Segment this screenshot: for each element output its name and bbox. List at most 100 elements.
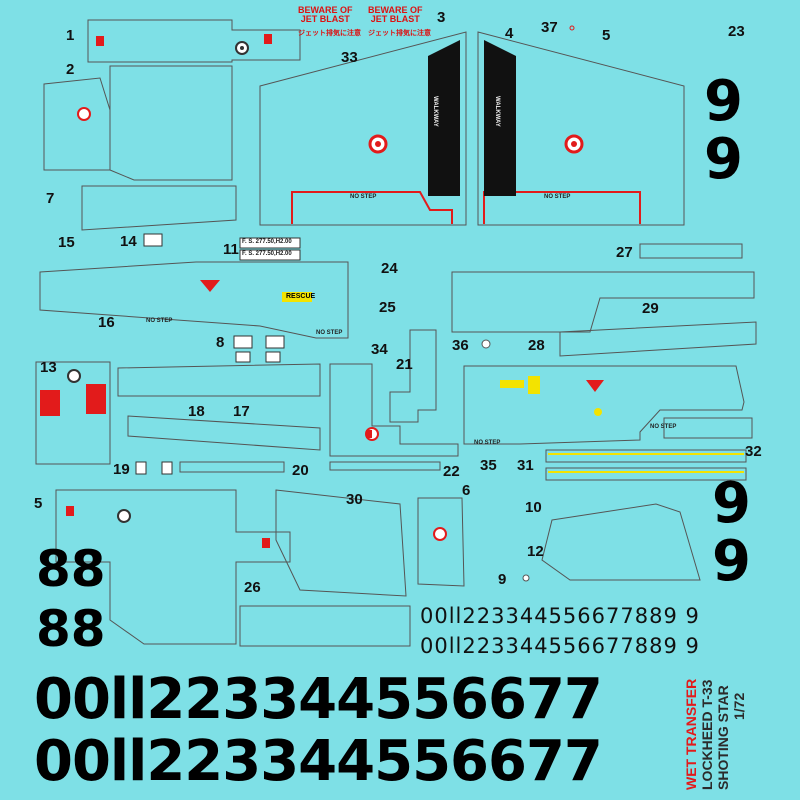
decal-18-outline	[117, 363, 321, 397]
number-9-d: 9	[712, 529, 751, 594]
serial-small-row-2: 00ll223344556677889 9	[420, 634, 700, 658]
jet-blast-jp-left: ジェット排気に注意	[298, 30, 361, 37]
callout-13: 13	[40, 359, 57, 376]
callout-28: 28	[528, 337, 545, 354]
title-scale: 1/72	[731, 692, 747, 720]
decal-20-outline	[179, 461, 285, 473]
placard-5b-a	[66, 506, 74, 516]
box-8a	[233, 335, 253, 349]
callout-20: 20	[292, 462, 309, 479]
placard-34	[366, 430, 372, 438]
no-step-fuselage-2: NO STEP	[316, 330, 343, 336]
decal-17-outline	[127, 415, 321, 451]
decal-29-outline	[451, 271, 755, 333]
yellow-stripe-31a	[548, 453, 744, 455]
decal-22-outline	[329, 461, 441, 471]
jet-blast-warning-right: BEWARE OF JET BLAST	[368, 5, 423, 25]
jet-blast-jp-right: ジェット排気に注意	[368, 30, 431, 37]
serial-large-row-2: 00ll223344556677	[34, 729, 603, 794]
roundel-decal-2	[77, 107, 91, 121]
callout-4: 4	[505, 25, 514, 42]
callout-1: 1	[66, 27, 75, 44]
decal-5b-outline	[55, 489, 291, 645]
callout-5: 5	[602, 27, 611, 44]
callout-17: 17	[233, 403, 250, 420]
callout-27: 27	[616, 244, 633, 261]
number-9-b: 9	[704, 127, 743, 192]
callout-22: 22	[443, 463, 460, 480]
decal-16-outline	[39, 261, 349, 339]
callout-34: 34	[371, 341, 388, 358]
callout-14: 14	[120, 233, 137, 250]
box-19b	[161, 461, 173, 475]
roundel-decal-5b	[117, 509, 131, 523]
no-step-left-wing: NO STEP	[350, 194, 377, 200]
yellow-dot	[594, 408, 602, 416]
callout-21: 21	[396, 356, 413, 373]
decal-26-outline	[239, 605, 411, 647]
marker-37	[569, 25, 575, 31]
no-step-fuselage: NO STEP	[146, 318, 173, 324]
callout-29: 29	[642, 300, 659, 317]
title-line1: LOCKHEED T-33	[699, 679, 715, 790]
callout-25: 25	[379, 299, 396, 316]
callout-6: 6	[462, 482, 471, 499]
decal-32-outline	[663, 417, 753, 439]
decal-2-outline	[43, 77, 111, 171]
walkway-right	[484, 40, 516, 196]
title-brand: WET TRANSFER	[683, 678, 699, 790]
callout-3: 3	[437, 9, 446, 26]
rescue-arrow	[200, 280, 220, 292]
walkway-left	[428, 40, 460, 196]
marker-9	[522, 574, 530, 582]
jet-blast-warning-left: BEWARE OF JET BLAST	[298, 5, 353, 25]
wing-left-red-edge	[291, 191, 453, 224]
decal-21-outline	[389, 329, 437, 423]
decal-6-outline	[417, 497, 465, 587]
roundel-wing-left	[368, 134, 388, 154]
box-14	[143, 233, 163, 247]
callout-8: 8	[216, 334, 225, 351]
box-8b	[265, 335, 285, 349]
placard-5b-b	[262, 538, 270, 548]
number-9-a: 9	[704, 69, 743, 134]
fs-label-2: F. S. 277.50,H2.00	[242, 251, 292, 257]
callout-36: 36	[452, 337, 469, 354]
callout-31: 31	[517, 457, 534, 474]
decal-13-outline	[35, 361, 111, 465]
panel-13-left	[40, 390, 60, 416]
decal-2b-outline	[109, 65, 233, 181]
decal-12-outline	[541, 503, 701, 581]
roundel-decal-1	[235, 41, 249, 55]
number-88-b: 88	[36, 600, 106, 658]
callout-23: 23	[728, 23, 745, 40]
number-9-c: 9	[712, 471, 751, 536]
callout-24: 24	[381, 260, 398, 277]
number-88-a: 88	[36, 540, 106, 598]
box-11b	[239, 249, 301, 261]
callout-12: 12	[527, 543, 544, 560]
callout-16: 16	[98, 314, 115, 331]
decal-1-outline	[87, 19, 301, 63]
callout-15: 15	[58, 234, 75, 251]
callout-9: 9	[498, 571, 507, 588]
title-line2: SHOTING STAR	[715, 685, 731, 790]
rescue-label: RESCUE	[286, 293, 316, 300]
box-11a	[239, 237, 301, 249]
decal-4-outline	[477, 31, 685, 226]
panel-13-right	[86, 384, 106, 414]
rescue-badge	[282, 292, 312, 302]
callout-35: 35	[480, 457, 497, 474]
callout-19: 19	[113, 461, 130, 478]
decal-31b-outline	[545, 467, 747, 481]
no-step-right-fuselage: NO STEP	[474, 440, 501, 446]
yellow-arrow	[500, 380, 524, 388]
decal-31a-outline	[545, 449, 747, 463]
walkway-label-left: WALKWAY	[432, 96, 438, 127]
no-step-right-wing: NO STEP	[544, 194, 571, 200]
decal-7-outline	[81, 185, 237, 231]
decal-27-outline	[639, 243, 743, 259]
roundel-decal-6	[433, 527, 447, 541]
